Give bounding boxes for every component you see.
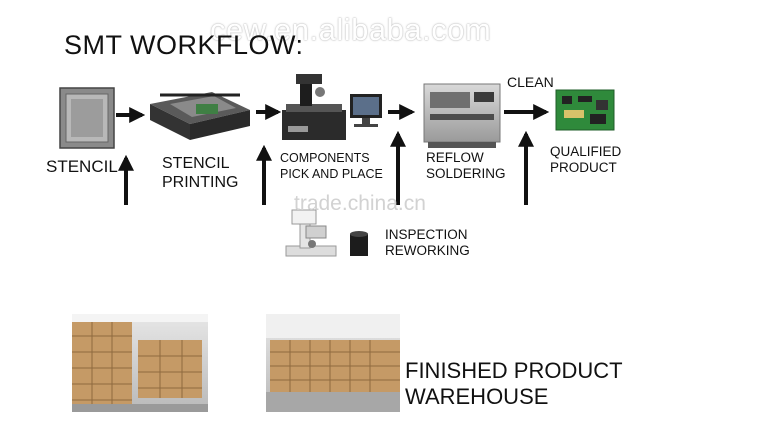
step-reflow-line2: SOLDERING bbox=[426, 166, 506, 181]
camera-module-image bbox=[350, 231, 368, 256]
inspection-label: INSPECTION REWORKING bbox=[385, 227, 470, 259]
step-qualified-line2: PRODUCT bbox=[550, 160, 617, 175]
step-reflow-label: REFLOW SOLDERING bbox=[426, 150, 506, 182]
clean-label: CLEAN bbox=[507, 74, 554, 90]
step-components-label: COMPONENTS PICK AND PLACE bbox=[280, 150, 383, 182]
step-stencil-label: STENCIL bbox=[46, 157, 118, 176]
reflow-oven-image bbox=[423, 83, 501, 148]
warehouse-label: FINISHED PRODUCT WAREHOUSE bbox=[405, 358, 623, 409]
stencil-image bbox=[59, 87, 115, 149]
pick-and-place-machine-image bbox=[282, 74, 346, 140]
microscope-image bbox=[285, 209, 337, 257]
step-qualified-line1: QUALIFIED bbox=[550, 144, 622, 159]
warehouse-photo-left bbox=[72, 314, 208, 412]
inspection-line1: INSPECTION bbox=[385, 227, 468, 242]
step-stencil-printing-line1: STENCIL bbox=[162, 155, 230, 172]
inspection-line2: REWORKING bbox=[385, 243, 470, 258]
page-title: SMT WORKFLOW: bbox=[64, 30, 304, 60]
step-components-line2: PICK AND PLACE bbox=[280, 167, 383, 181]
step-reflow-line1: REFLOW bbox=[426, 150, 484, 165]
pcb-board-image bbox=[555, 89, 615, 131]
step-stencil-printing-label: STENCIL PRINTING bbox=[162, 154, 238, 192]
watermark-trade-china: trade.china.cn bbox=[294, 192, 426, 215]
step-components-line1: COMPONENTS bbox=[280, 151, 370, 165]
monitor-image bbox=[350, 94, 382, 127]
watermark-alibaba: cew.en.alibaba.com bbox=[210, 12, 492, 47]
stencil-printer-image bbox=[150, 92, 250, 140]
step-stencil-printing-line2: PRINTING bbox=[162, 174, 239, 191]
warehouse-photo-right bbox=[266, 314, 400, 412]
step-qualified-product-label: QUALIFIED PRODUCT bbox=[550, 144, 621, 176]
